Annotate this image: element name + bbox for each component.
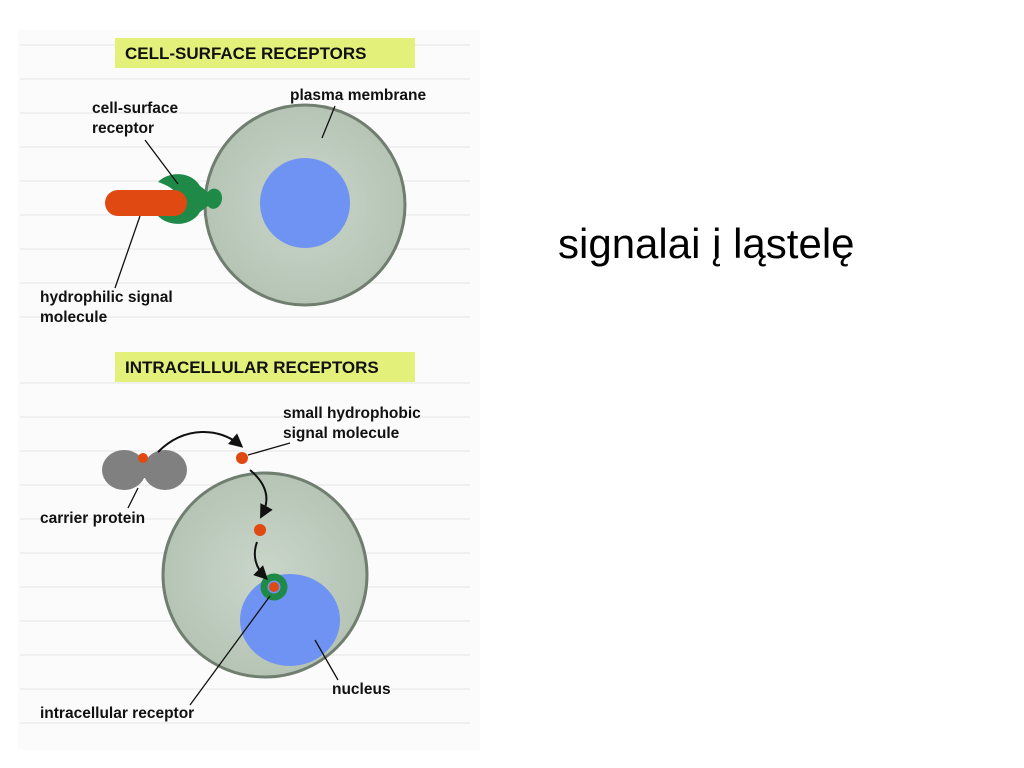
free-signal-molecule: [236, 452, 248, 464]
nucleus-top: [260, 158, 350, 248]
panel-intracellular: INTRACELLULAR RECEPTORS small hydrophobi…: [40, 352, 421, 722]
bound-signal-molecule: [269, 582, 279, 592]
carrier-protein-bridge: [124, 462, 164, 478]
leader-receptor: [144, 139, 179, 185]
label-hydrophilic-signal-2: molecule: [40, 309, 108, 326]
carrier-protein-right: [143, 450, 187, 490]
arrow-bind: [253, 541, 268, 580]
leader-nucleus: [314, 639, 339, 681]
leader-small-molecule: [247, 442, 291, 456]
label-hydrophilic-signal-1: hydrophilic signal: [40, 289, 173, 306]
heading-box-cell-surface: [115, 38, 415, 68]
label-plasma-membrane: plasma membrane: [290, 87, 426, 104]
label-cell-surface-receptor-1: cell-surface: [92, 100, 179, 117]
leader-membrane: [321, 105, 336, 139]
arrow-release: [157, 431, 244, 453]
entering-signal-molecule: [254, 524, 266, 536]
leader-carrier: [127, 487, 139, 509]
leader-signal: [114, 215, 141, 289]
label-small-hydrophobic-2: signal molecule: [283, 425, 400, 442]
heading-cell-surface: CELL-SURFACE RECEPTORS: [125, 44, 367, 63]
label-carrier-protein: carrier protein: [40, 510, 145, 527]
nucleus-bottom: [240, 574, 340, 666]
heading-intracellular: INTRACELLULAR RECEPTORS: [125, 358, 379, 377]
intracellular-receptor-ring: [260, 573, 288, 601]
label-cell-surface-receptor-2: receptor: [92, 120, 154, 137]
arrow-enter: [249, 469, 273, 519]
carried-signal-molecule: [138, 453, 148, 463]
heading-box-intracellular: [115, 352, 415, 382]
label-nucleus: nucleus: [332, 681, 391, 698]
label-intracellular-receptor: intracellular receptor: [40, 705, 194, 722]
panel-cell-surface: CELL-SURFACE RECEPTORS cell-surface rece…: [40, 38, 426, 326]
leader-intracellular-receptor: [189, 595, 271, 706]
hydrophilic-signal-molecule: [105, 190, 187, 216]
slide-title: signalai į ląstelę: [558, 220, 855, 267]
label-small-hydrophobic-1: small hydrophobic: [283, 405, 421, 422]
